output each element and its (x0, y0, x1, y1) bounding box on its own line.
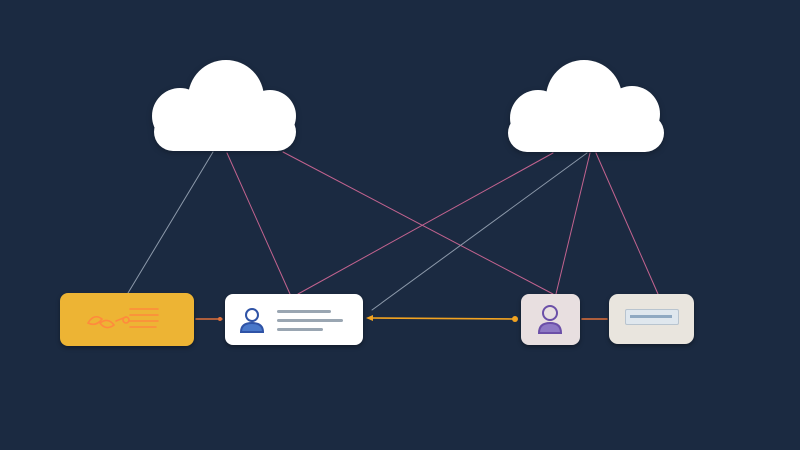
link-cloud-left-avatar-tile (282, 151, 554, 295)
link-cloud-right-user-card-dashed (371, 152, 588, 311)
link-cloud-right-avatar-tile (555, 152, 591, 295)
user-profile-card[interactable] (225, 294, 363, 345)
drive-icon (625, 309, 679, 325)
user-icon (239, 308, 265, 333)
link-ticket-user-card-dot (218, 317, 222, 321)
link-avatar-user-card-arrowhead (366, 315, 373, 321)
link-avatar-user-card (369, 317, 515, 320)
link-avatar-user-card-dot (512, 316, 518, 322)
storage-device[interactable] (609, 294, 694, 344)
cloud-left (152, 60, 296, 151)
link-cloud-left-ticket (127, 151, 214, 294)
card-text-line (277, 328, 323, 331)
user-icon (537, 305, 563, 334)
card-text-line (277, 310, 331, 313)
link-cloud-right-user-card (297, 152, 554, 295)
link-cloud-left-user-card (226, 152, 291, 295)
key-ticket-card[interactable] (60, 293, 194, 346)
key-icon (86, 308, 159, 329)
cloud-right (508, 60, 664, 152)
user-tile[interactable] (521, 294, 580, 345)
link-cloud-right-device (595, 152, 659, 295)
card-text-line (277, 319, 343, 322)
